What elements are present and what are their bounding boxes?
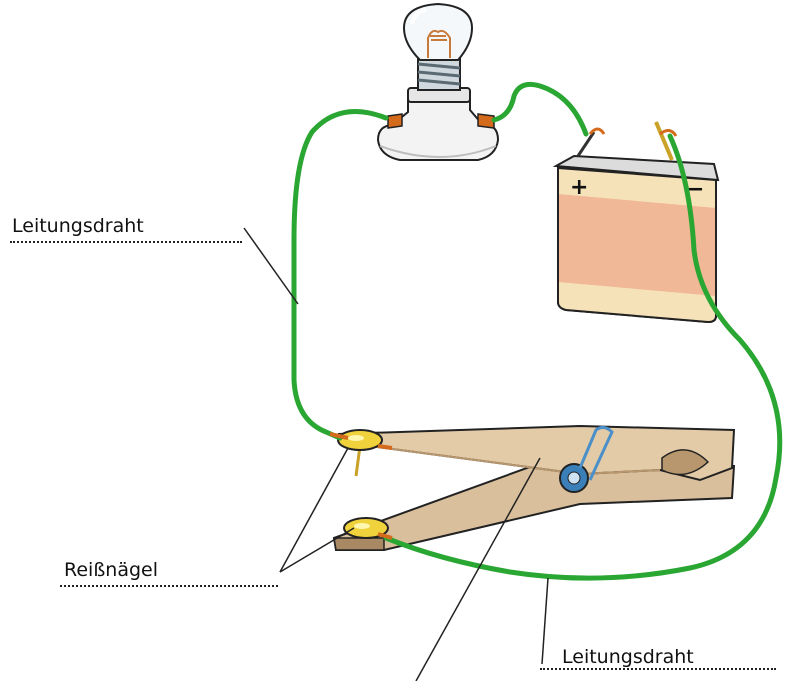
wire-label-top-left: Leitungsdraht [12,215,144,237]
clothespin-icon [332,424,736,551]
thumbtacks-label: Reißnägel [64,559,158,581]
leader-line [415,457,541,681]
battery-plus-label: + [570,175,588,200]
battery-icon: + − [552,121,720,324]
wire-left [291,109,389,441]
battery-minus-label: − [686,177,704,202]
leader-line [541,577,549,665]
wire-label-bottom-right: Leitungsdraht [562,646,694,668]
thumbtack-icon [343,517,389,539]
dotted-underline [10,241,242,243]
dotted-underline [60,585,278,587]
dotted-underline [540,668,776,670]
wire-right [383,133,783,581]
thumbtack-icon [337,429,383,477]
wire-top [491,81,589,137]
light-bulb-icon [376,2,500,161]
leader-line [243,227,299,305]
leader-line [279,447,349,573]
leader-line [279,527,355,573]
